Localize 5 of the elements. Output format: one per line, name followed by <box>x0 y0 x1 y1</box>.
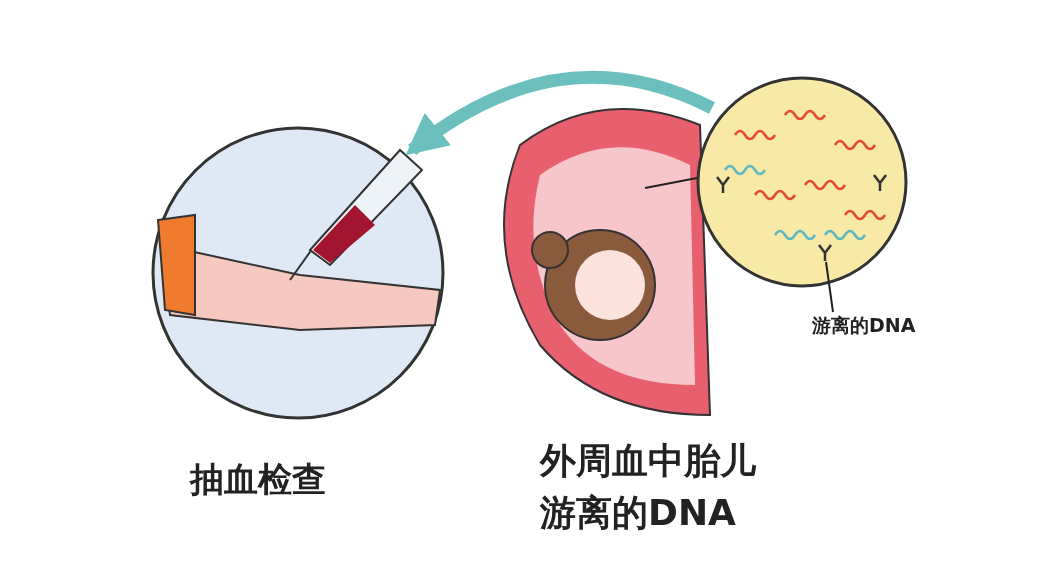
caption-text: 外周血中胎儿游离的DNA <box>540 439 757 536</box>
curved-arrow <box>405 70 715 156</box>
callout-text: 游离的DNA <box>812 313 917 338</box>
leader-line <box>644 177 698 189</box>
caption-text: 抽血检查 <box>190 458 327 501</box>
